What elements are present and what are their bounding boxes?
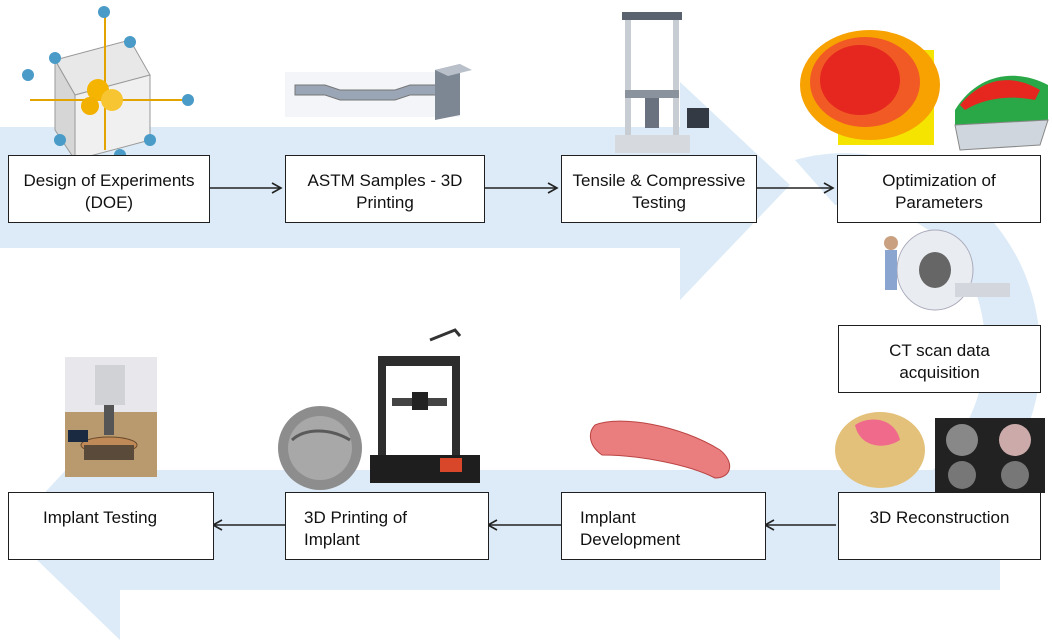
step-label: 3D Printing of Implant xyxy=(304,508,407,549)
step-3d-reconstruction: 3D Reconstruction xyxy=(838,492,1041,560)
implant-test-icon xyxy=(65,357,157,477)
implant-model-icon xyxy=(589,420,730,479)
utm-machine-icon xyxy=(615,12,709,153)
step-3d-printing-implant: 3D Printing of Implant xyxy=(285,492,489,560)
step-label: Optimization of Parameters xyxy=(882,171,996,212)
step-label: 3D Reconstruction xyxy=(869,508,1010,527)
step-label: Implant Development xyxy=(580,508,681,549)
step-label: Implant Testing xyxy=(43,508,158,527)
step-optimization: Optimization of Parameters xyxy=(837,155,1041,223)
bottom-flow-arrow xyxy=(8,412,1000,640)
3d-printer-icon xyxy=(370,328,480,483)
step-design-of-experiments: Design of Experiments (DOE) xyxy=(8,155,210,223)
printed-implant-icon xyxy=(278,406,362,490)
top-connectors xyxy=(210,182,835,194)
step-label: Design of Experiments (DOE) xyxy=(23,171,195,212)
step-ct-scan: CT scan data acquisition xyxy=(838,325,1041,393)
step-label: ASTM Samples - 3D Printing xyxy=(307,171,463,212)
step-tensile-compressive-testing: Tensile & Compressive Testing xyxy=(561,155,757,223)
astm-sample-icon xyxy=(285,64,472,120)
step-label: CT scan data acquisition xyxy=(889,341,990,382)
step-astm-samples: ASTM Samples - 3D Printing xyxy=(285,155,485,223)
ct-scanner-icon xyxy=(884,229,1010,311)
response-surface-plot-icon xyxy=(800,30,1049,151)
step-implant-development: Implant Development xyxy=(561,492,766,560)
doe-cube-icon xyxy=(22,6,194,162)
step-label: Tensile & Compressive Testing xyxy=(572,171,746,212)
step-implant-testing: Implant Testing xyxy=(8,492,214,560)
skull-reconstruction-icon xyxy=(835,412,1045,493)
